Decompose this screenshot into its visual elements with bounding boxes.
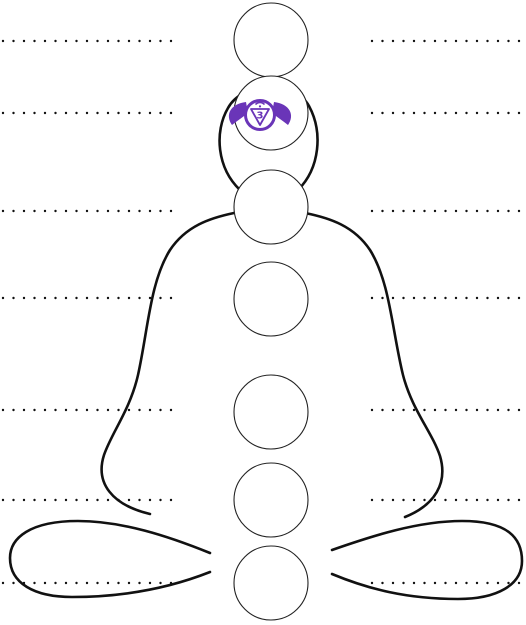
third-eye-numeral: 3: [257, 111, 264, 122]
right-body-outline: [305, 213, 442, 517]
chakra-column: [234, 3, 308, 620]
left-leg-outline: [10, 521, 210, 597]
chakra-solar-plexus-circle: [234, 375, 308, 449]
third-eye-dot: [259, 105, 261, 107]
right-leg-outline: [332, 521, 522, 599]
chakra-heart-circle: [234, 262, 308, 336]
chakra-sacral-circle: [234, 463, 308, 537]
left-body-outline: [102, 213, 234, 514]
chakra-crown-circle: [234, 3, 308, 77]
chakra-root-circle: [234, 546, 308, 620]
chakra-throat-circle: [234, 170, 308, 244]
